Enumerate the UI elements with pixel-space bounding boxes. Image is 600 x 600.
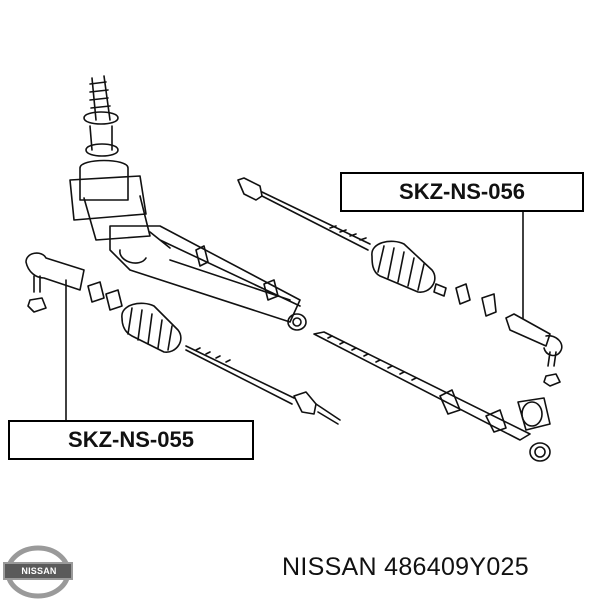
- right-tie-rod-end: [505, 313, 563, 387]
- pinion-shaft: [69, 75, 151, 241]
- right-bellows-boot: [371, 240, 447, 297]
- left-clamps: [87, 281, 123, 311]
- right-clamps: [455, 283, 497, 317]
- nissan-logo: [3, 545, 73, 599]
- oem-part-number: NISSAN 486409Y025: [282, 553, 529, 581]
- left-bellows-boot: [121, 302, 182, 353]
- housing-clamp: [287, 313, 307, 331]
- rack-bar: [313, 331, 551, 462]
- logo-wordmark: NISSAN: [21, 566, 57, 576]
- rack-housing: [109, 225, 301, 323]
- part-callout-skz-ns-055: SKZ-NS-055: [8, 420, 254, 460]
- left-tie-rod-end: [25, 252, 85, 313]
- mount-bushing: [517, 397, 551, 431]
- left-inner-tie-rod: [185, 345, 341, 425]
- part-callout-skz-ns-056: SKZ-NS-056: [340, 172, 584, 212]
- right-inner-tie-rod: [237, 177, 371, 251]
